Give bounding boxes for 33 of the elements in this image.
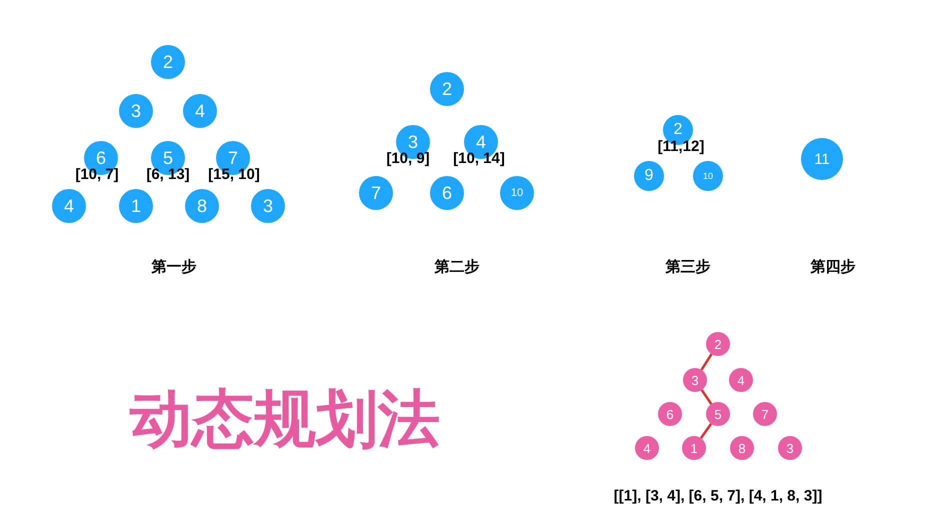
number-circle: 5 — [706, 402, 730, 426]
number-circle: 11 — [801, 138, 843, 180]
number-circle: 4 — [729, 368, 753, 392]
path-line — [700, 353, 713, 371]
result-list: [[1], [3, 4], [6, 5, 7], [4, 1, 8, 3]] — [614, 488, 822, 504]
number-circle: 8 — [730, 436, 754, 460]
number-circle: 4 — [183, 94, 217, 128]
step-label: 第二步 — [434, 260, 480, 274]
number-circle: 3 — [778, 436, 802, 460]
number-circle: 10 — [693, 161, 723, 191]
number-circle: 8 — [185, 189, 219, 223]
step-label: 第一步 — [152, 260, 196, 274]
number-circle: 4 — [52, 189, 86, 223]
number-circle: 7 — [753, 402, 777, 426]
number-circle: 6 — [430, 176, 464, 210]
number-circle: 1 — [119, 189, 153, 223]
path-line — [700, 423, 712, 439]
number-circle: 1 — [682, 436, 706, 460]
number-circle: 6 — [658, 402, 682, 426]
step-label: 第三步 — [666, 260, 710, 274]
number-circle: 2 — [706, 332, 730, 356]
path-line — [700, 389, 712, 405]
number-circle: 7 — [359, 176, 393, 210]
number-circle: 3 — [683, 368, 707, 392]
number-circle: 9 — [634, 161, 664, 191]
number-circle: 2 — [430, 72, 464, 106]
title: 动态规划法 — [130, 389, 440, 451]
step-label: 第四步 — [810, 260, 856, 274]
number-circle: 10 — [500, 176, 534, 210]
number-circle: 3 — [119, 94, 153, 128]
number-circle: 4 — [635, 436, 659, 460]
number-circle: 2 — [151, 45, 185, 79]
number-circle: 3 — [251, 189, 285, 223]
